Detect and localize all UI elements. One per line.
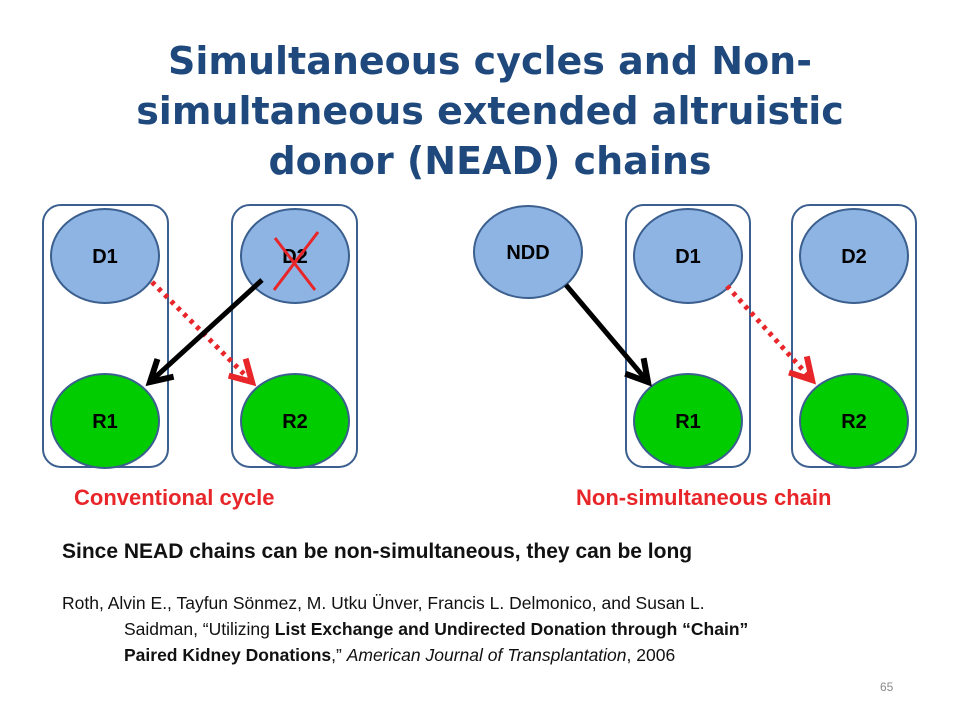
recipient-node-r2: R2 — [799, 373, 909, 469]
citation-line-2: Saidman, “Utilizing List Exchange and Un… — [62, 616, 902, 642]
node-label: D1 — [92, 246, 118, 268]
donor-node-d1: D1 — [50, 208, 160, 304]
citation-year: , 2006 — [626, 645, 676, 665]
citation: Roth, Alvin E., Tayfun Sönmez, M. Utku Ü… — [62, 590, 902, 668]
dotted-arrow-d1-r2 — [150, 280, 257, 387]
solid-arrow-d2-r1 — [145, 278, 264, 387]
conventional-cycle-caption: Conventional cycle — [74, 485, 275, 510]
node-label: R2 — [841, 411, 867, 433]
citation-authors: Roth, Alvin E., Tayfun Sönmez, M. Utku Ü… — [62, 593, 705, 613]
citation-title-part-b: List Exchange and Undirected Donation th… — [274, 619, 749, 639]
cross-mark-icon — [272, 231, 320, 291]
citation-line-3: Paired Kidney Donations,” American Journ… — [62, 642, 902, 668]
node-label: D1 — [675, 246, 701, 268]
title-line-2: simultaneous extended altruistic — [136, 89, 844, 133]
node-label: D2 — [841, 246, 867, 268]
node-label: R1 — [675, 411, 701, 433]
donor-node-d2: D2 — [799, 208, 909, 304]
summary-note: Since NEAD chains can be non-simultaneou… — [62, 540, 693, 563]
non-directed-donor-node: NDD — [473, 205, 583, 299]
donor-node-d1: D1 — [633, 208, 743, 304]
citation-authors-cont: Saidman, — [124, 619, 203, 639]
citation-journal: American Journal of Transplantation — [346, 645, 627, 665]
close-quote: ,” — [331, 645, 342, 665]
dotted-arrow-d1-r2 — [725, 284, 817, 385]
node-label: R1 — [92, 411, 118, 433]
donor-node-d2: D2 — [240, 208, 350, 304]
citation-title-part-c: Paired Kidney Donations — [124, 645, 332, 665]
non-simultaneous-chain-caption: Non-simultaneous chain — [576, 485, 832, 510]
citation-title-part-a: Utilizing — [208, 619, 275, 639]
open-quote: “ — [202, 619, 209, 639]
node-label: NDD — [506, 242, 549, 264]
recipient-node-r2: R2 — [240, 373, 350, 469]
recipient-node-r1: R1 — [633, 373, 743, 469]
solid-arrow-ndd-r1 — [564, 283, 652, 387]
non-simultaneous-chain-diagram: NDD D1 D2 R1 R2 — [473, 204, 917, 469]
conventional-cycle-diagram: D1 D2 R1 R2 — [42, 204, 358, 469]
page-title: Simultaneous cycles and Non- simultaneou… — [60, 36, 920, 186]
title-line-3: donor (NEAD) chains — [268, 139, 712, 183]
title-line-1: Simultaneous cycles and Non- — [167, 39, 813, 83]
recipient-node-r1: R1 — [50, 373, 160, 469]
node-label: R2 — [282, 411, 308, 433]
page-number: 65 — [880, 680, 894, 694]
